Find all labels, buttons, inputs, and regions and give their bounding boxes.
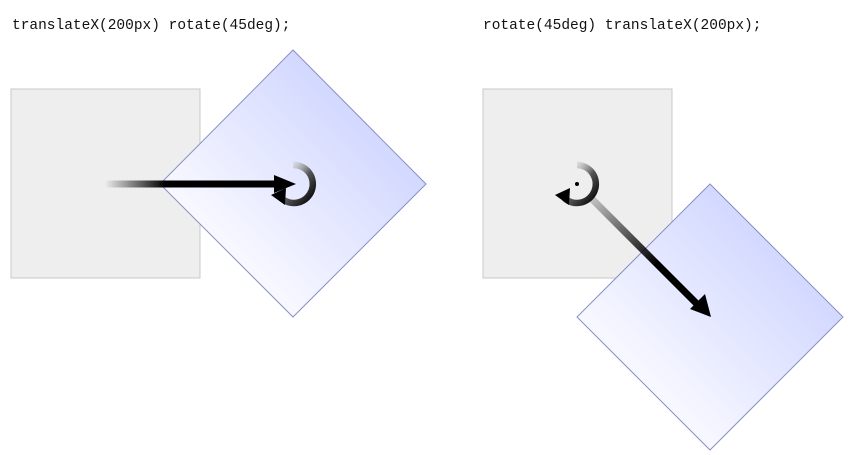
code-caption-translate-then-rotate: translateX(200px) rotate(45deg); <box>12 18 291 34</box>
rotation-arrow-icon <box>555 161 600 207</box>
panel-left <box>10 49 427 318</box>
code-caption-rotate-then-translate: rotate(45deg) translateX(200px); <box>483 18 762 34</box>
rotation-arrow-icon <box>271 161 317 207</box>
straight-arrow-icon <box>105 175 296 193</box>
origin-dot-icon <box>575 182 579 186</box>
panel-right <box>482 88 844 451</box>
straight-arrow-icon <box>587 194 711 317</box>
